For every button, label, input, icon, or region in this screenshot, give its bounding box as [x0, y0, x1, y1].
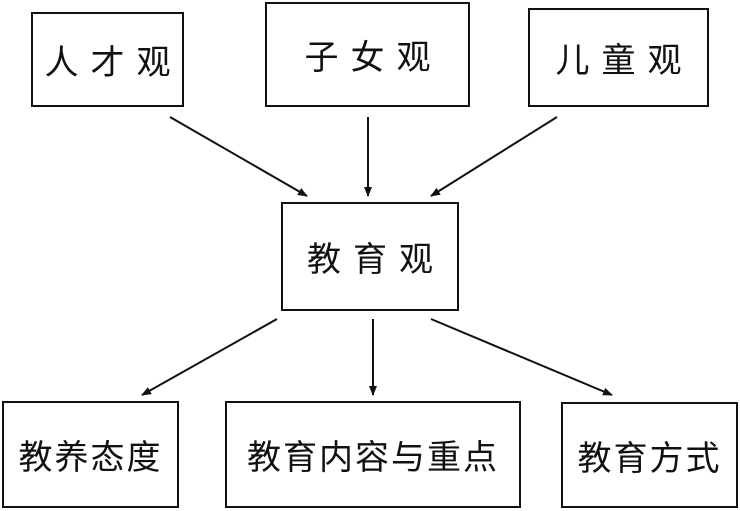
edge-jiaoyu-to-fangshi: [430, 318, 613, 396]
node-taidu: 教养态度: [2, 401, 179, 508]
node-ertong: 儿童观: [528, 8, 709, 107]
node-zinv-label: 子女观: [304, 38, 443, 78]
node-jiaoyu: 教育观: [281, 202, 459, 311]
node-taidu-label: 教养态度: [18, 438, 163, 478]
node-neirong-label: 教育内容与重点: [247, 438, 499, 478]
node-neirong: 教育内容与重点: [225, 401, 521, 508]
node-jiaoyu-label: 教育观: [307, 240, 445, 280]
node-ertong-label: 儿童观: [555, 41, 694, 81]
node-fangshi-label: 教育方式: [577, 438, 722, 479]
node-rencai: 人才观: [31, 12, 184, 107]
node-rencai-label: 人才观: [44, 43, 183, 83]
edge-rencai-to-jiaoyu: [169, 116, 308, 197]
edge-ertong-to-jiaoyu: [430, 116, 558, 197]
node-zinv: 子女观: [265, 2, 470, 107]
edge-jiaoyu-to-taidu: [141, 318, 278, 396]
node-fangshi: 教育方式: [561, 402, 738, 508]
